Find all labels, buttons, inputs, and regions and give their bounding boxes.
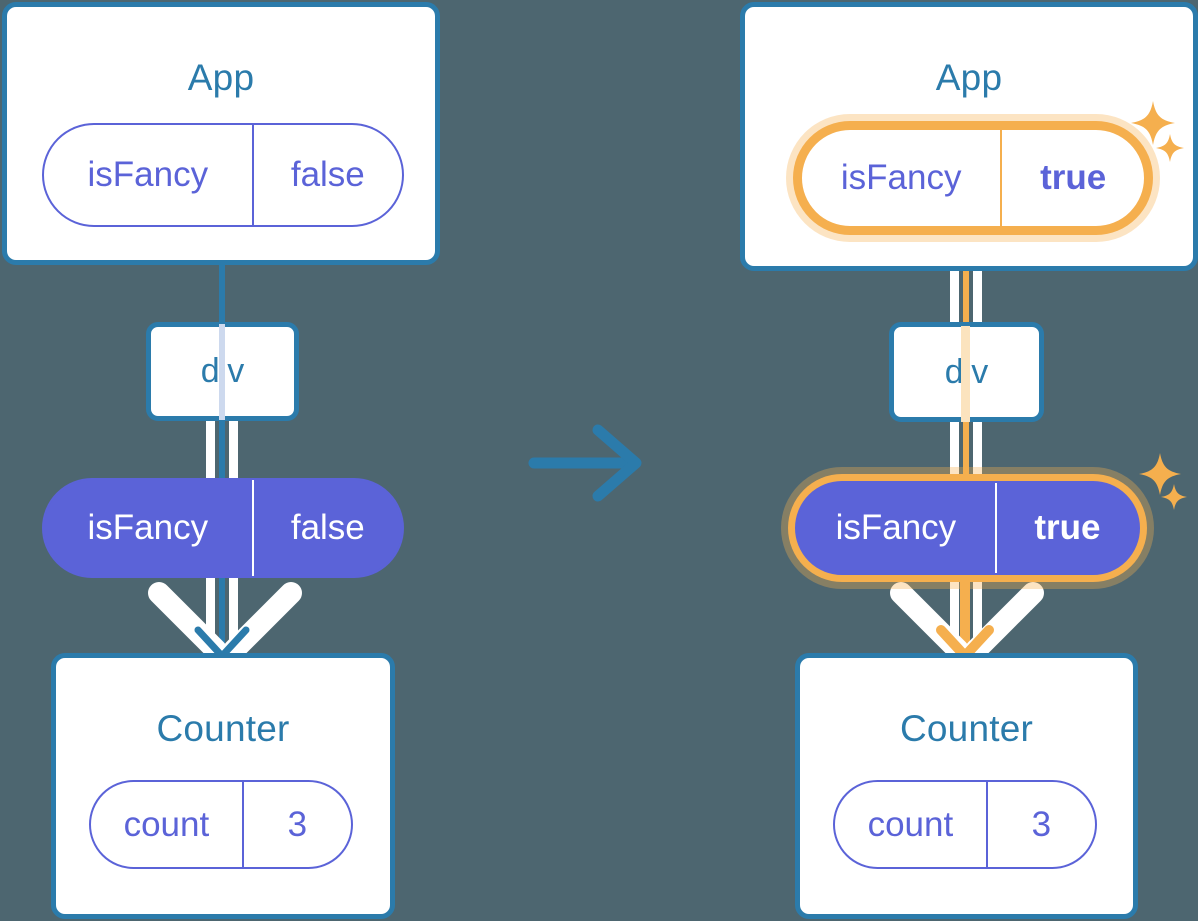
- sparkle-large-icon-prop: [1139, 453, 1181, 495]
- wire-rail-right-lower-after: [973, 566, 982, 662]
- state-pill-value: false: [251, 125, 402, 225]
- wire-prop-to-counter-before: [219, 566, 225, 650]
- wire-app-to-div-before: [219, 262, 225, 324]
- counter-pill-name: count: [123, 804, 210, 844]
- wire-rail-right-before: [229, 418, 238, 488]
- wire-rail-right-lower-before: [229, 566, 238, 662]
- wire-div-to-prop-after: [963, 420, 969, 490]
- state-pill-counter-after[interactable]: count 3: [833, 780, 1097, 869]
- wire-through-div-after: [961, 326, 970, 422]
- wire-prop-to-counter-after: [960, 566, 970, 652]
- card-title-counter-before: Counter: [156, 708, 290, 749]
- counter-pill-value: 3: [241, 782, 351, 867]
- wire-rail-left-lower-before: [206, 566, 215, 662]
- prop-pill-value: false: [251, 480, 402, 576]
- prop-pill-before[interactable]: isFancy false: [42, 478, 404, 578]
- state-pill-value: true: [1000, 130, 1144, 226]
- wire-rail-right-upper-after: [973, 222, 982, 326]
- state-pill-name: isFancy: [87, 155, 209, 194]
- wire-rail-left-before: [206, 418, 215, 488]
- card-title-app-after: App: [935, 57, 1003, 98]
- transition-arrow-right-icon: [528, 424, 642, 502]
- wire-rail-left-upper-after: [950, 222, 959, 326]
- sparkle-large-icon-app: [1131, 101, 1175, 145]
- state-pill-app-after[interactable]: isFancy true: [800, 128, 1146, 228]
- wire-div-to-prop-before: [219, 418, 225, 488]
- card-title-counter-after: Counter: [899, 708, 1034, 749]
- prop-pill-after[interactable]: isFancy true: [795, 481, 1140, 575]
- prop-pill-name: isFancy: [87, 508, 209, 547]
- sparkle-small-icon-app: [1156, 134, 1184, 162]
- prop-pill-name: isFancy: [835, 508, 957, 547]
- state-pill-name: isFancy: [840, 158, 962, 197]
- counter-pill-name: count: [867, 804, 954, 844]
- prop-pill-value: true: [994, 483, 1138, 573]
- wire-rail-right-after: [973, 420, 982, 490]
- wire-rail-left-lower-after: [950, 566, 959, 662]
- state-pill-counter-before[interactable]: count 3: [89, 780, 353, 869]
- sparkle-small-icon-prop: [1161, 484, 1187, 510]
- counter-pill-value: 3: [985, 782, 1095, 867]
- wire-rail-left-after: [950, 420, 959, 490]
- wire-through-div-before: [219, 324, 225, 420]
- card-title-app-before: App: [187, 57, 255, 98]
- state-pill-app-before[interactable]: isFancy false: [42, 123, 404, 227]
